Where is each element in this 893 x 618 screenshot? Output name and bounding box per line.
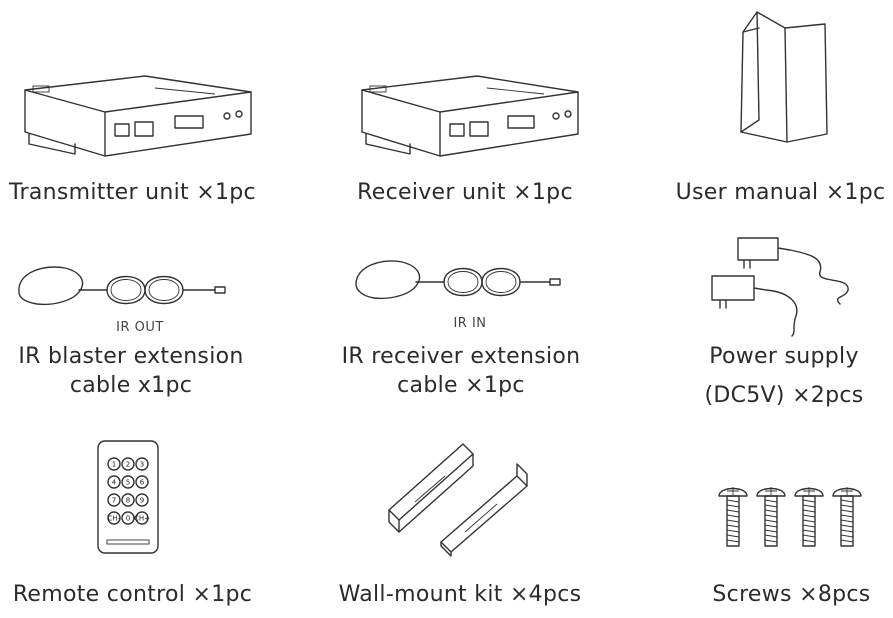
remote-button-label: 0	[126, 515, 130, 523]
screw-icon	[756, 487, 786, 547]
remote-button-label: 6	[140, 479, 145, 487]
remote-button-label: 2	[126, 461, 130, 469]
user-manual-caption: User manual ×1pc	[675, 180, 886, 205]
remote-button-label: 5	[126, 479, 130, 487]
remote-button	[121, 511, 135, 525]
remote-button	[121, 493, 135, 507]
user-manual-illustration	[740, 11, 828, 143]
remote-button	[107, 493, 121, 507]
remote-button-label: 7	[112, 497, 116, 505]
power-supply-caption-line1: Power supply	[709, 344, 859, 369]
remote-button	[135, 511, 149, 525]
ir-blaster-cable-illustration	[18, 266, 226, 306]
power-supply-caption-line2: (DC5V) ×2pcs	[704, 383, 864, 408]
receiver-unit-caption: Receiver unit ×1pc	[357, 180, 573, 205]
screws-illustration	[718, 487, 862, 547]
remote-button	[107, 475, 121, 489]
remote-button	[107, 457, 121, 471]
ir-blaster-caption-line2: cable x1pc	[69, 373, 193, 398]
remote-button	[121, 475, 135, 489]
ir-receiver-caption-line1: IR receiver extension	[341, 344, 581, 369]
ir-out-label: IR OUT	[116, 320, 164, 335]
remote-button	[135, 493, 149, 507]
screws-caption: Screws ×8pcs	[712, 582, 871, 607]
ir-receiver-caption-line2: cable ×1pc	[397, 373, 525, 398]
remote-control-caption: Remote control ×1pc	[12, 582, 253, 607]
remote-button-label: 4	[112, 479, 117, 487]
ir-receiver-cable-illustration	[355, 260, 561, 300]
remote-button	[107, 511, 121, 525]
remote-button	[121, 457, 135, 471]
remote-control-illustration: 1 2 3 4 5 6 7 8 9CH- 0 CH+	[97, 440, 159, 554]
screw-icon	[718, 487, 748, 547]
remote-button	[135, 457, 149, 471]
screw-icon	[832, 487, 862, 547]
ir-blaster-caption-line1: IR blaster extension	[18, 344, 244, 369]
wall-mount-kit-caption: Wall-mount kit ×4pcs	[338, 582, 582, 607]
screw-icon	[794, 487, 824, 547]
ir-in-label: IR IN	[453, 316, 487, 331]
transmitter-unit-caption: Transmitter unit ×1pc	[9, 180, 256, 205]
remote-button-label: 9	[140, 497, 144, 505]
transmitter-unit-illustration	[24, 75, 252, 157]
remote-button-label: CH+	[134, 515, 150, 523]
remote-button-label: 3	[140, 461, 144, 469]
wall-mount-kit-illustration	[388, 443, 528, 557]
remote-button	[135, 475, 149, 489]
remote-button-label: 8	[126, 497, 130, 505]
remote-button-label: CH-	[108, 515, 121, 523]
remote-button-label: 1	[112, 461, 116, 469]
receiver-unit-illustration	[361, 75, 579, 157]
power-supply-illustration	[711, 237, 849, 337]
